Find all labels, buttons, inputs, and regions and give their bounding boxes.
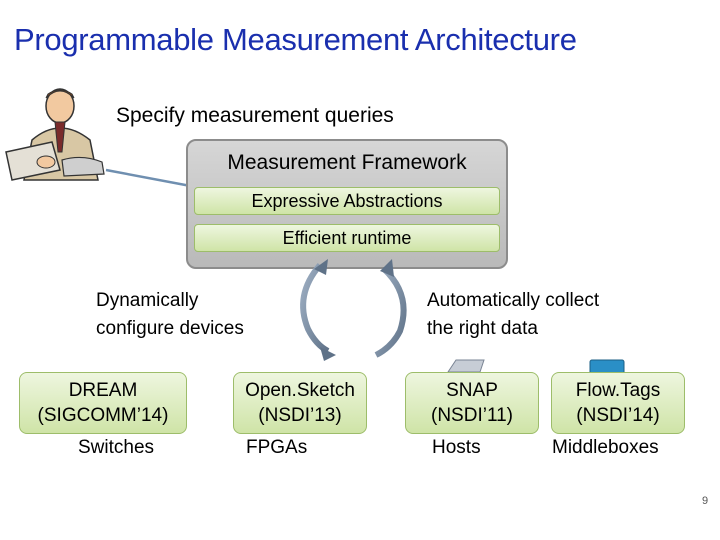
system-box-snap: SNAP (NSDI’11) xyxy=(405,372,539,434)
system-box-opensketch: Open.Sketch (NSDI’13) xyxy=(233,372,367,434)
framework-title: Measurement Framework xyxy=(227,151,467,174)
device-label-switches: Switches xyxy=(78,437,155,458)
system-box-flowtags: Flow.Tags (NSDI’14) xyxy=(551,372,685,434)
device-label-fpgas: FPGAs xyxy=(246,437,308,458)
query-text: Specify measurement queries xyxy=(116,104,394,127)
user-at-computer-icon xyxy=(5,88,105,181)
system-name: Open.Sketch xyxy=(245,380,355,401)
collect-data-line-2: the right data xyxy=(427,318,538,339)
collect-data-label: Automatically collect the right data xyxy=(427,287,599,343)
slide-title: Programmable Measurement Architecture xyxy=(14,22,577,57)
expressive-abstractions-bar: Expressive Abstractions xyxy=(194,187,500,215)
system-name: SNAP xyxy=(446,380,498,401)
system-box-dream: DREAM (SIGCOMM’14) xyxy=(19,372,187,434)
system-venue: (NSDI’13) xyxy=(258,405,342,426)
system-name: DREAM xyxy=(68,380,138,401)
configure-devices-label: Dynamically configure devices xyxy=(96,287,244,343)
configure-devices-line-2: configure devices xyxy=(96,318,244,339)
page-number: 9 xyxy=(702,495,709,507)
system-venue: (NSDI’11) xyxy=(431,405,513,426)
efficient-runtime-bar: Efficient runtime xyxy=(194,224,500,252)
collect-data-line-1: Automatically collect xyxy=(427,290,600,311)
system-name: Flow.Tags xyxy=(575,380,661,401)
device-label-hosts: Hosts xyxy=(432,437,481,458)
measurement-framework-box: Measurement Framework Expressive Abstrac… xyxy=(186,139,508,269)
system-venue: (NSDI’14) xyxy=(576,405,660,426)
device-label-middleboxes: Middleboxes xyxy=(552,437,659,458)
cycle-arrows-icon xyxy=(300,259,407,361)
system-venue: (SIGCOMM’14) xyxy=(37,405,169,426)
configure-devices-line-1: Dynamically xyxy=(96,290,199,311)
